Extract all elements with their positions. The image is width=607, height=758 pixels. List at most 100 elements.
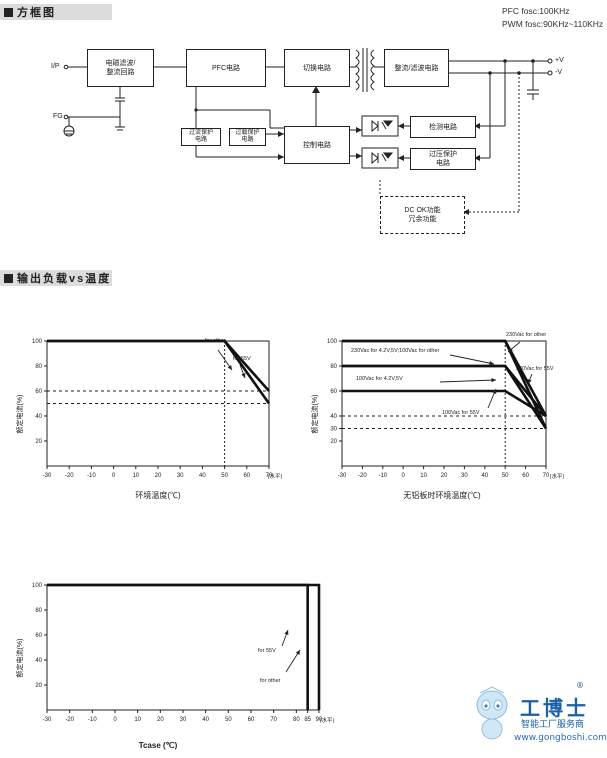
robot-mascot-icon (476, 686, 508, 740)
y-tick-label: 20 (330, 439, 337, 445)
control-block: 控制电路 (284, 126, 350, 164)
x-tick-label: 0 (113, 717, 117, 723)
watermark-registered: ® (576, 681, 584, 690)
vplus-label: +V (555, 57, 564, 64)
plot-frame (46, 584, 320, 711)
watermark-subtitle: 智能工厂服务商 (521, 720, 585, 730)
callout-arrow-head (227, 365, 232, 370)
switching-block: 切换电路 (284, 49, 350, 87)
x-tick-label: -30 (43, 717, 52, 723)
x-tick-label: 40 (481, 473, 488, 479)
y-tick-label: 80 (35, 608, 42, 614)
rectifier-block: 整流/滤波电路 (384, 49, 449, 87)
series-line (47, 583, 321, 710)
series-line (342, 339, 548, 430)
callout-arrow-head (491, 378, 496, 383)
series-line (47, 339, 271, 405)
x-tick-label: 90 (316, 717, 323, 723)
square-bullet-icon (4, 273, 13, 283)
vminus-label: -V (555, 69, 562, 76)
callout-arrow-head (492, 389, 497, 394)
x-tick-label: 20 (157, 717, 164, 723)
x-axis-label: Tcase (℃) (139, 741, 178, 750)
series-line (47, 339, 270, 392)
y-axis-label: 额定电流(%) (15, 639, 24, 678)
series-label: for other (260, 678, 281, 684)
x-tick-label: 10 (134, 717, 141, 723)
y-tick-label: 100 (32, 583, 43, 589)
y-tick-label: 30 (330, 427, 337, 433)
series-label: for 55V (258, 648, 276, 654)
x-tick-label: 50 (221, 473, 228, 479)
x-tick-label: 70 (543, 473, 550, 479)
x-tick-label: 50 (502, 473, 509, 479)
y-tick-label: 20 (35, 683, 42, 689)
callout-arrow-head (284, 630, 289, 635)
callout-arrow-head (508, 347, 513, 352)
x-tick-label: 30 (177, 473, 184, 479)
x-unit-label: (水平) (550, 472, 565, 480)
y-tick-label: 20 (35, 439, 42, 445)
fg-label: FG (53, 113, 63, 120)
pwm-frequency-note: PWM fosc:90KHz~110KHz (502, 19, 604, 29)
x-tick-label: 0 (112, 473, 116, 479)
watermark-brand: 工博士 (520, 696, 589, 720)
series-label: 230Vac for 55V (516, 366, 554, 372)
series-label: 230Vac for other (506, 332, 546, 338)
x-tick-label: -20 (65, 717, 74, 723)
x-tick-label: 60 (522, 473, 529, 479)
dc-ok-block: DC OK功能 冗余功能 (380, 196, 465, 234)
section-title: 方框图 (17, 7, 56, 19)
callout-arrow-head (527, 379, 532, 384)
x-tick-label: 40 (199, 473, 206, 479)
y-tick-label: 40 (330, 414, 337, 420)
y-tick-label: 60 (35, 389, 42, 395)
series-label: 100Vac for 55V (442, 410, 480, 416)
y-tick-label: 100 (32, 339, 43, 345)
series-label: 230Vac for 4.2V,5V;100Vac for other (351, 348, 440, 354)
x-tick-label: 85 (304, 717, 311, 723)
x-tick-label: 60 (248, 717, 255, 723)
x-tick-label: 70 (270, 717, 277, 723)
section-header-block-diagram: 方框图 (0, 4, 112, 20)
ocp-block: 过流保护 电路 (181, 128, 221, 146)
series-line (342, 364, 548, 430)
section-title: 输出负载vs温度 (17, 273, 112, 285)
x-tick-label: -10 (378, 473, 387, 479)
x-axis-label: 环境温度(℃) (135, 490, 181, 500)
y-tick-label: 60 (330, 389, 337, 395)
y-tick-label: 60 (35, 633, 42, 639)
x-tick-label: 10 (132, 473, 139, 479)
x-tick-label: 80 (293, 717, 300, 723)
x-unit-label: (水平) (268, 472, 283, 480)
detection-block: 检测电路 (410, 116, 476, 138)
x-axis-label: 无铝板时环境温度(℃) (403, 490, 481, 500)
callout-arrow-head (489, 361, 494, 366)
x-tick-label: -20 (358, 473, 367, 479)
series-label: 100Vac for 4.2V,5V (356, 376, 403, 382)
x-tick-label: 60 (243, 473, 250, 479)
ovp-block: 过压保护 电路 (410, 148, 476, 170)
y-tick-label: 80 (330, 364, 337, 370)
callout-arrow-head (241, 373, 246, 378)
series-label: for 55V (233, 356, 251, 362)
y-tick-label: 80 (35, 364, 42, 370)
callout-arrow-line (439, 379, 497, 383)
emi-filter-block: 电磁滤波/ 整流回路 (87, 49, 154, 87)
y-tick-label: 40 (35, 414, 42, 420)
x-tick-label: -30 (338, 473, 347, 479)
input-label: I/P (51, 63, 60, 70)
y-tick-label: 100 (327, 339, 338, 345)
x-tick-label: 20 (441, 473, 448, 479)
x-tick-label: 10 (420, 473, 427, 479)
y-tick-label: 40 (35, 658, 42, 664)
x-tick-label: 40 (202, 717, 209, 723)
x-tick-label: -10 (88, 717, 97, 723)
x-tick-label: -20 (65, 473, 74, 479)
callout-arrow-line (449, 354, 495, 365)
block-diagram (63, 48, 553, 215)
pfc-frequency-note: PFC fosc:100KHz (502, 6, 570, 16)
